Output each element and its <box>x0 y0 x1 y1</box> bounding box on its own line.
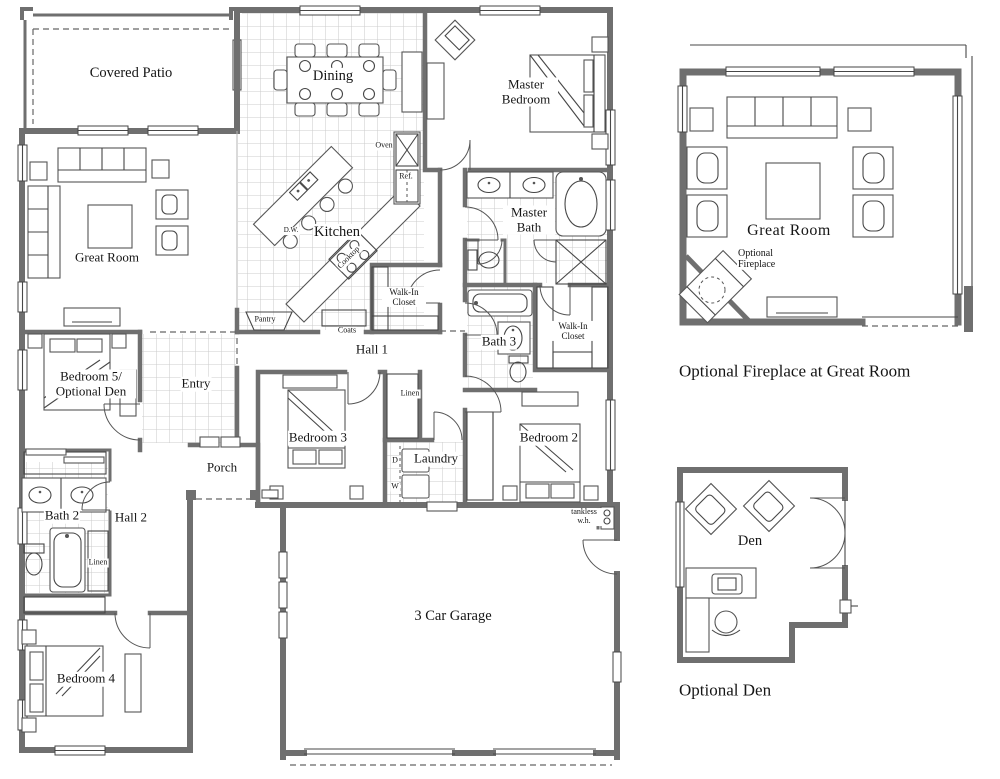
toilet-icon <box>509 361 527 383</box>
room-label-garage: 3 Car Garage <box>413 607 493 625</box>
room-label-bedroom-2: Bedroom 2 <box>518 429 580 446</box>
inset-room-label-great-room: Great Room <box>746 222 832 240</box>
room-label-porch: Porch <box>205 459 239 476</box>
garage-fixtures <box>280 501 620 766</box>
desk-chair-icon <box>714 610 738 634</box>
toilet-icon <box>25 552 43 576</box>
room-label-bath-3: Bath 3 <box>480 333 518 350</box>
fixture-label-linen-hall: Linen <box>399 388 421 399</box>
washer-icon <box>401 474 430 499</box>
room-label-hall-2: Hall 2 <box>113 509 149 526</box>
fixture-label-washer: W <box>390 481 400 492</box>
room-label-great-room: Great Room <box>74 249 140 266</box>
room-label-entry: Entry <box>180 375 212 392</box>
inset-label-optional-fireplace: Optional Fireplace <box>737 247 787 271</box>
room-label-bedroom-4: Bedroom 4 <box>55 670 117 687</box>
pantry-shelf <box>245 311 293 331</box>
caption-optional-den: Optional Den <box>678 680 773 700</box>
master-bath-fixtures <box>439 139 607 285</box>
great-room-furniture <box>27 147 189 327</box>
fixture-label-coats: Coats <box>336 325 358 336</box>
room-label-master-bath: Master Bath <box>503 205 555 235</box>
room-label-hall-1: Hall 1 <box>354 341 390 358</box>
room-label-laundry: Laundry <box>412 450 460 467</box>
room-label-bedroom-5: Bedroom 5/ Optional Den <box>46 369 136 399</box>
fixture-label-ref: Ref. <box>398 171 414 182</box>
porch-structure <box>186 436 279 500</box>
oven-icon <box>395 133 419 167</box>
room-label-covered-patio: Covered Patio <box>88 64 174 82</box>
inset-great-room-option <box>677 44 973 332</box>
room-label-bedroom-3: Bedroom 3 <box>287 429 349 446</box>
bath2-fixtures <box>21 477 111 593</box>
inset-room-label-den: Den <box>736 532 764 550</box>
windows <box>17 5 622 756</box>
fixture-label-linen-bath2: Linen <box>87 557 109 568</box>
dining-furniture <box>273 43 423 117</box>
fixture-label-dishwasher: D.W. <box>282 226 300 235</box>
room-label-kitchen: Kitchen <box>313 223 361 241</box>
inset-den-option <box>675 467 858 663</box>
bedroom3-furniture <box>269 371 381 500</box>
fixture-label-tankless: tankless w.h. <box>566 507 602 526</box>
bathtub-icon <box>555 171 607 237</box>
fixture-label-oven: Oven <box>374 140 394 151</box>
room-label-dining: Dining <box>311 67 355 85</box>
room-label-master-bedroom: Master Bedroom <box>494 77 558 107</box>
fixture-label-walkin-closet-bed2: Walk-In Closet <box>551 320 595 342</box>
toilet-icon <box>478 251 500 269</box>
master-bedroom-furniture <box>426 19 609 150</box>
room-label-bath-2: Bath 2 <box>43 507 81 524</box>
fixture-label-walkin-closet-master: Walk-In Closet <box>382 286 426 308</box>
fixture-label-pantry: Pantry <box>253 314 277 325</box>
caption-optional-fireplace: Optional Fireplace at Great Room <box>678 361 912 381</box>
fixture-label-dryer: D <box>391 455 399 466</box>
bathtub-icon <box>49 527 86 593</box>
